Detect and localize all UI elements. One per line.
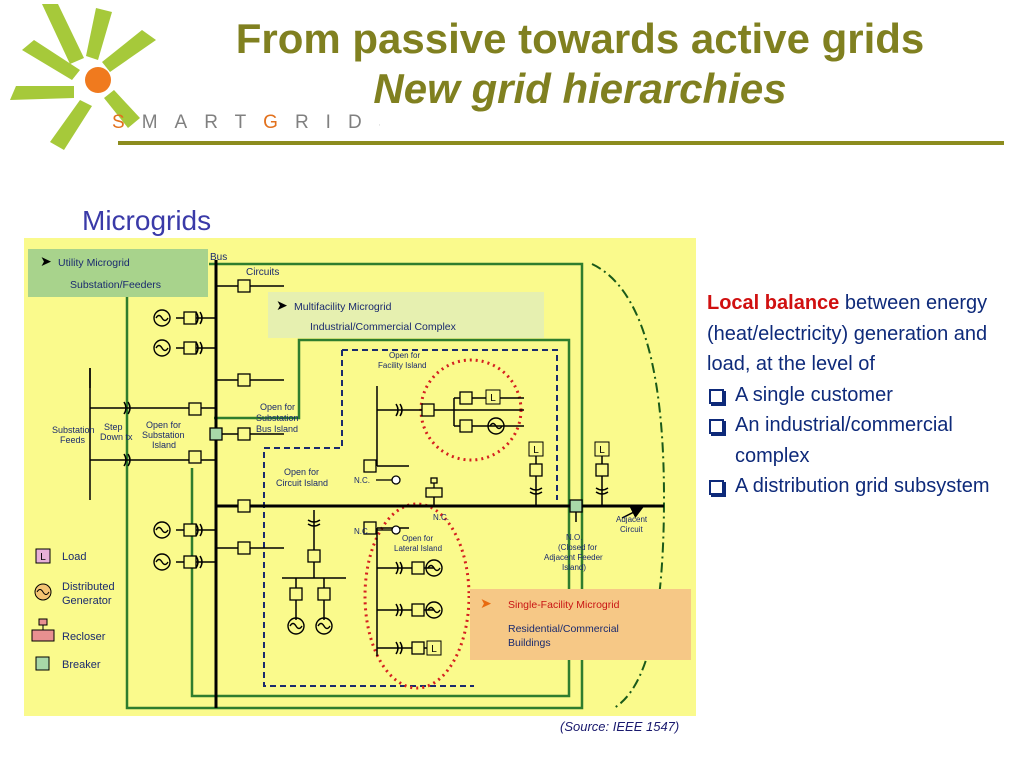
open-facility-label: Open for [389,351,420,360]
open-substation-label: Island [152,440,176,450]
legend-breaker-label: Breaker [62,659,101,671]
load-icon: L L L L [426,389,610,656]
legend-generator-label: Generator [62,595,112,607]
legend-recloser-label: Recloser [62,631,106,643]
single-facility-microgrid-box [470,589,691,660]
bullet-text: A single customer [735,383,893,406]
adjacent-circuit-label: Circuit [620,525,643,534]
legend-generator-label: Distributed [62,581,115,593]
breaker-icon [183,279,609,655]
legend-breaker-icon [35,656,50,671]
utility-microgrid-title: Utility Microgrid [58,257,130,269]
load-symbol: L [533,445,539,456]
open-bus-label: Bus Island [256,424,298,434]
multifacility-microgrid-title: Multifacility Microgrid [294,301,392,313]
single-facility-microgrid-title: Single-Facility Microgrid [508,599,620,611]
multifacility-microgrid-subtitle: Industrial/Commercial Complex [310,321,457,333]
load-symbol: L [599,445,605,456]
source-citation: (Source: IEEE 1547) [560,719,680,734]
load-symbol: L [490,393,496,404]
lateral-island-circle [363,502,471,690]
normally-open-label: (Closed for [558,543,597,552]
open-lateral-label: Open for [402,534,433,543]
checkbox-bullet-icon [709,388,724,404]
open-bus-label: Open for [260,402,295,412]
adjacent-circuit-label: Adjacent [616,515,648,524]
utility-microgrid-boundary [125,262,584,710]
body-text: Local balance between energy (heat/elect… [707,288,1022,502]
title-subtitle: New grid hierarchies [373,65,787,112]
nc-label: N.C. [354,527,370,536]
utility-arrow-icon: ➤ [40,253,52,269]
normally-open-label: Adjacent Feeder [544,553,603,562]
circuits-label: Circuits [246,267,279,278]
substation-feeds-label: Substation [52,425,95,435]
slide-title: From passive towards active grids New gr… [150,14,1010,114]
smartgrids-logo: SMARTGRIDS [10,4,380,150]
single-facility-subtitle-2: Buildings [508,637,551,649]
open-bus-label: Substation [256,413,299,423]
normally-open-label: Island) [562,563,586,572]
bullet-list: A single customer An industrial/commerci… [707,380,1022,502]
nc-label: N.C. [433,513,449,522]
bus-label: Bus [210,252,227,263]
single-facility-arrow-icon: ➤ [480,595,492,611]
load-symbol: L [431,644,437,655]
title-divider [118,141,1004,145]
bullet-item: An industrial/commercial complex [707,410,1022,471]
microgrid-diagram: L L L L ➤ Utility Microgrid Substation/F… [24,238,696,716]
bullet-item: A distribution grid subsystem [707,471,1022,502]
legend-recloser-icon [31,618,55,642]
bullet-text: An industrial/commercial complex [735,414,953,467]
title-main: From passive towards active grids [235,15,925,62]
checkbox-bullet-icon [709,419,724,434]
legend-load-label: Load [62,551,86,563]
substation-feeds-label: Feeds [60,435,86,445]
checkbox-bullet-icon [709,480,724,495]
single-facility-subtitle-1: Residential/Commercial [508,623,619,635]
step-down-label: Down tx [100,432,133,442]
diagram-legend: L Load Distributed Generator Recloser Br… [31,548,115,671]
breaker-closed-icon [209,427,223,441]
intro-rest: between energy (heat/electricity) genera… [707,292,988,375]
multifacility-boundary [263,349,558,687]
nc-label: N.C. [354,476,370,485]
utility-microgrid-box [28,249,208,297]
normally-open-label: N.O. [566,533,582,542]
breaker-adjacent-icon [569,499,583,513]
utility-microgrid-subtitle: Substation/Feeders [70,279,161,291]
open-lateral-label: Lateral Island [394,544,442,553]
bullet-item: A single customer [707,380,1022,411]
intro-paragraph: Local balance between energy (heat/elect… [707,288,1022,380]
multifacility-microgrid-box [268,292,544,338]
step-down-label: Step [104,422,123,432]
sun-icon [85,67,111,93]
bullet-text: A distribution grid subsystem [735,475,990,497]
legend-load-symbol: L [40,552,46,563]
generator-icon [153,309,505,635]
legend-load-icon [35,548,51,564]
adjacent-feeder-boundary [591,263,666,709]
open-circuit-label: Open for [284,467,319,477]
section-heading: Microgrids [82,205,212,236]
multifacility-arrow-icon: ➤ [276,297,288,313]
highlight-text: Local balance [707,292,840,314]
open-circuit-label: Circuit Island [276,478,328,488]
open-substation-label: Open for [146,420,181,430]
logo-text: SMARTGRIDS [112,112,380,133]
sunburst-leaves-icon [10,4,156,150]
open-facility-label: Facility Island [378,361,426,370]
bus-lines [214,260,664,708]
open-substation-label: Substation [142,430,185,440]
